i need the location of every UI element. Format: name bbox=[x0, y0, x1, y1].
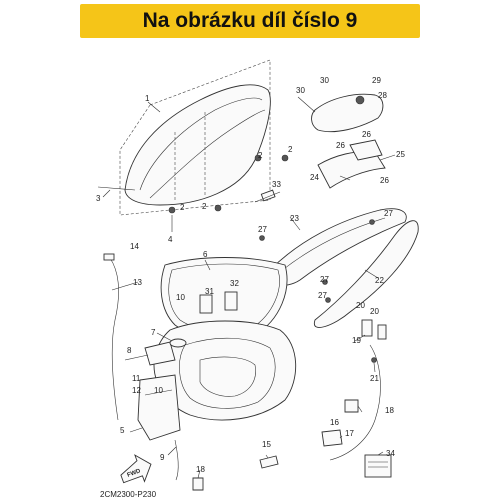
label-4: 4 bbox=[168, 235, 173, 244]
side-cover bbox=[314, 220, 419, 328]
label-10b: 10 bbox=[154, 386, 163, 395]
label-33: 33 bbox=[272, 180, 281, 189]
title-banner: Na obrázku díl číslo 9 bbox=[80, 4, 420, 38]
cable-9 bbox=[174, 439, 179, 481]
cable-16 bbox=[329, 344, 381, 461]
seal-7 bbox=[169, 338, 187, 348]
fwd-label: FWD bbox=[127, 468, 143, 479]
hinge-assembly bbox=[361, 319, 387, 363]
seat-lock-cable bbox=[109, 257, 119, 421]
damper-left bbox=[168, 206, 176, 214]
label-27b: 27 bbox=[384, 209, 393, 218]
tail-cover bbox=[311, 93, 384, 133]
label-27a: 27 bbox=[258, 225, 267, 234]
hinge-pin bbox=[97, 186, 136, 191]
seat bbox=[124, 84, 271, 206]
label-6: 6 bbox=[203, 250, 208, 259]
diagram-code: 2CM2300-P230 bbox=[100, 490, 157, 499]
seat-frame bbox=[119, 59, 271, 216]
label-26b: 26 bbox=[336, 141, 345, 150]
owner-manual bbox=[364, 454, 392, 478]
label-12: 12 bbox=[132, 386, 141, 395]
front-bracket bbox=[137, 374, 181, 441]
fwd-arrow: FWD bbox=[120, 454, 152, 484]
label-2c: 2 bbox=[180, 203, 185, 212]
bracket-8 bbox=[144, 341, 176, 366]
label-13: 13 bbox=[133, 278, 142, 287]
label-31: 31 bbox=[205, 287, 214, 296]
label-18a: 18 bbox=[385, 406, 394, 415]
label-28: 28 bbox=[378, 91, 387, 100]
label-21: 21 bbox=[370, 374, 379, 383]
label-11: 11 bbox=[132, 374, 141, 383]
label-26c: 26 bbox=[380, 176, 389, 185]
tail-bracket bbox=[317, 139, 386, 189]
label-23: 23 bbox=[290, 214, 299, 223]
label-29: 29 bbox=[372, 76, 381, 85]
label-7: 7 bbox=[151, 328, 156, 337]
label-20a: 20 bbox=[356, 301, 365, 310]
label-19: 19 bbox=[352, 336, 361, 345]
decal-32 bbox=[224, 291, 238, 311]
label-26a: 26 bbox=[362, 130, 371, 139]
label-32: 32 bbox=[230, 279, 239, 288]
banner-title: Na obrázku díl číslo 9 bbox=[142, 9, 358, 32]
part-15 bbox=[259, 455, 279, 469]
label-30b: 30 bbox=[320, 76, 329, 85]
decal-31 bbox=[199, 294, 213, 314]
label-1: 1 bbox=[145, 94, 150, 103]
damper-right bbox=[254, 154, 262, 162]
damper-33 bbox=[254, 189, 281, 203]
label-27d: 27 bbox=[318, 291, 327, 300]
cable-end bbox=[103, 253, 115, 261]
damper-rear bbox=[281, 154, 289, 162]
label-17: 17 bbox=[345, 429, 354, 438]
label-25: 25 bbox=[396, 150, 405, 159]
label-2b: 2 bbox=[288, 145, 293, 154]
label-16: 16 bbox=[330, 418, 339, 427]
label-3: 3 bbox=[96, 194, 101, 203]
label-2d: 2 bbox=[202, 202, 207, 211]
leader-lines bbox=[102, 96, 396, 479]
label-14: 14 bbox=[130, 242, 139, 251]
label-34: 34 bbox=[386, 449, 395, 458]
clip-18-right bbox=[344, 399, 359, 413]
label-15: 15 bbox=[262, 440, 271, 449]
part-17 bbox=[321, 429, 343, 447]
label-22: 22 bbox=[375, 276, 384, 285]
label-8: 8 bbox=[127, 346, 132, 355]
label-5: 5 bbox=[120, 426, 125, 435]
damper-front bbox=[214, 204, 222, 212]
label-27c: 27 bbox=[320, 275, 329, 284]
label-10a: 10 bbox=[176, 293, 185, 302]
label-2a: 2 bbox=[258, 151, 263, 160]
label-9: 9 bbox=[160, 453, 165, 462]
label-24: 24 bbox=[310, 173, 319, 182]
label-30a: 30 bbox=[296, 86, 305, 95]
clip-18-bottom bbox=[192, 477, 204, 491]
label-18b: 18 bbox=[196, 465, 205, 474]
label-20b: 20 bbox=[370, 307, 379, 316]
